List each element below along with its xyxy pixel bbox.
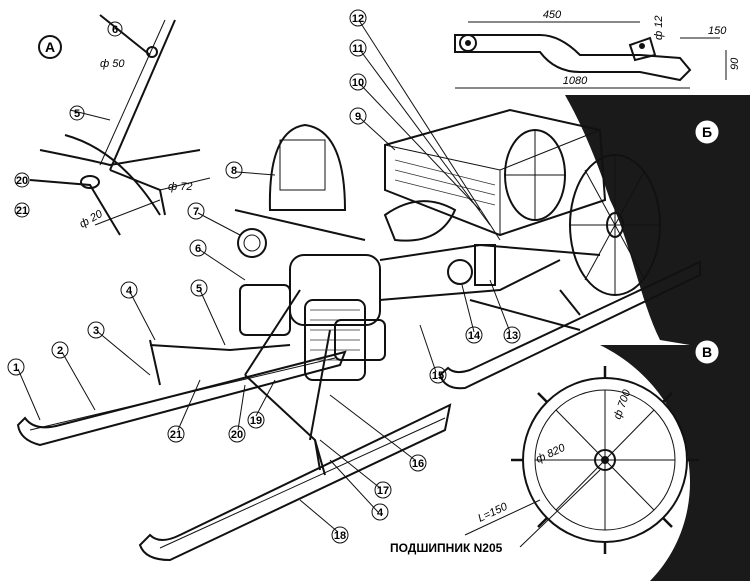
section-v-badge — [695, 340, 719, 364]
detail-v-wheel: ф 700 ф 820 L=150 ПОДШИПНИК N205 — [390, 366, 699, 555]
a-callout-5: 5 — [74, 108, 80, 120]
bearing-caption: ПОДШИПНИК N205 — [390, 541, 503, 555]
right-ski — [138, 403, 452, 562]
cargo-box — [384, 108, 607, 237]
section-v-label: В — [702, 344, 712, 360]
callout-21: 21 — [170, 429, 182, 441]
callout-20: 20 — [231, 429, 243, 441]
section-a-badge — [38, 35, 62, 59]
dark-panel-v — [600, 345, 750, 581]
dim-l150: L=150 — [476, 500, 510, 524]
callout-19: 19 — [250, 415, 262, 427]
dim-1080: 1080 — [563, 75, 588, 87]
callout-8: 8 — [231, 165, 237, 177]
a-callout-20: 20 — [16, 175, 28, 187]
callout-9: 9 — [355, 111, 361, 123]
callout-13: 13 — [506, 330, 518, 342]
callout-6: 6 — [195, 243, 201, 255]
callout-7: 7 — [193, 206, 199, 218]
callout-11: 11 — [352, 43, 364, 55]
snowmobile-assembly — [16, 108, 701, 562]
dim-12: ф 12 — [653, 16, 665, 40]
callout-4: 4 — [126, 285, 133, 297]
callout-18: 18 — [334, 530, 346, 542]
dim-20: ф 20 — [78, 208, 106, 231]
callout-15: 15 — [432, 370, 444, 382]
windscreen — [268, 123, 347, 211]
callout-5: 5 — [196, 283, 202, 295]
callout-12: 12 — [352, 13, 364, 25]
dim-450: 450 — [543, 9, 562, 21]
callout-10: 10 — [352, 77, 364, 89]
a-callout-6: 6 — [112, 24, 118, 36]
rear-ski — [438, 260, 701, 390]
detail-a: А ф 50 ф 72 ф 20 6 5 20 21 — [14, 14, 211, 236]
detail-b: 450 ф 12 150 90 1080 — [454, 9, 741, 89]
callout-2: 2 — [57, 345, 63, 357]
left-ski — [16, 350, 347, 447]
callout-16: 16 — [412, 458, 424, 470]
dim-150: 150 — [708, 25, 727, 37]
a-callout-21: 21 — [16, 205, 28, 217]
callout-3: 3 — [93, 325, 99, 337]
callout-14: 14 — [468, 330, 481, 342]
dim-700: ф 700 — [612, 387, 634, 421]
section-b-label: Б — [702, 124, 712, 140]
section-a-label: А — [45, 39, 55, 55]
callout-1: 1 — [13, 362, 19, 374]
dim-90: 90 — [729, 57, 741, 70]
dim-50: ф 50 — [100, 58, 125, 70]
dim-820: ф 820 — [534, 442, 568, 466]
callout-4b: 4 — [377, 507, 384, 519]
dim-72: ф 72 — [168, 181, 192, 193]
section-b-badge — [695, 120, 719, 144]
callout-17: 17 — [377, 485, 389, 497]
callouts: 1 2 3 4 5 6 7 8 9 10 11 12 — [7, 9, 521, 544]
